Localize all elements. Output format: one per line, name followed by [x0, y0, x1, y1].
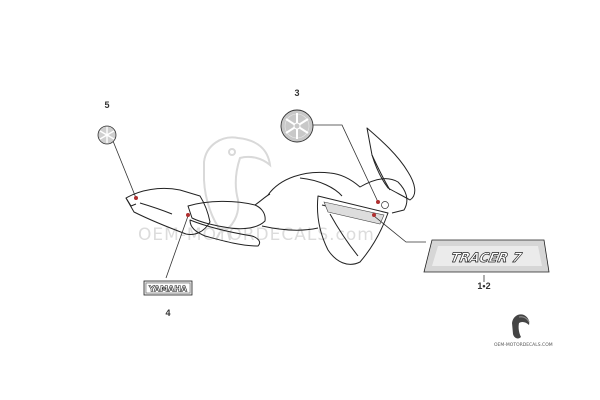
tracer-decal-text: TRACER 7 [449, 251, 523, 266]
fairing-side-decal [323, 201, 385, 225]
tuning-fork-icon [99, 127, 115, 143]
part-5-emblem [97, 125, 117, 145]
callout-4: 4 [165, 308, 170, 318]
toucan-logo-icon [512, 314, 530, 339]
attachment-points [134, 196, 380, 217]
leader-lines [112, 124, 485, 282]
callout-1-2: 1•2 [477, 281, 490, 291]
part-3-emblem [280, 109, 314, 143]
watermark-text: OEM-MOTORDECALS.com [138, 225, 375, 245]
corner-watermark-text: OEM-MOTORDECALS.COM [494, 342, 553, 348]
part-4-yamaha-badge: YAMAHA [143, 280, 193, 296]
fairing-emblem-icon [381, 201, 389, 209]
yamaha-badge-text: YAMAHA [148, 285, 188, 294]
part-1-2-tracer-decal: TRACER 7 [423, 239, 550, 273]
callout-5: 5 [104, 100, 109, 110]
callout-3: 3 [294, 88, 299, 98]
